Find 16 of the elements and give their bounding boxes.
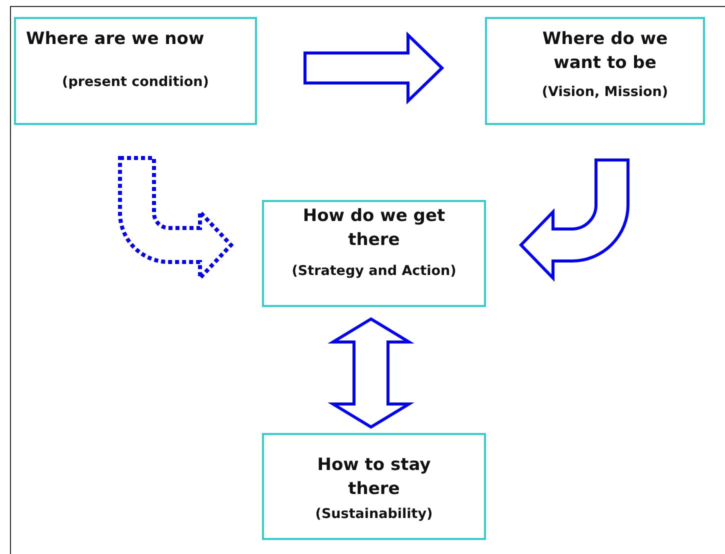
block-arrow [328,317,414,429]
box-title: How do we get there [302,205,446,252]
block-arrow [520,158,630,280]
box-subtitle: (Vision, Mission) [542,83,668,101]
box-subtitle: (Sustainability) [315,505,433,523]
box-title: Where are we now [26,28,204,51]
process-box [262,433,486,540]
box-subtitle: (Strategy and Action) [292,262,456,280]
process-box [14,17,257,125]
box-title: Where do we want to be [541,28,669,75]
process-box [262,200,486,307]
process-box [485,17,705,125]
block-arrow [118,156,233,280]
box-subtitle: (present condition) [62,73,209,91]
block-arrow [304,31,444,105]
box-title: How to stay there [316,454,432,501]
